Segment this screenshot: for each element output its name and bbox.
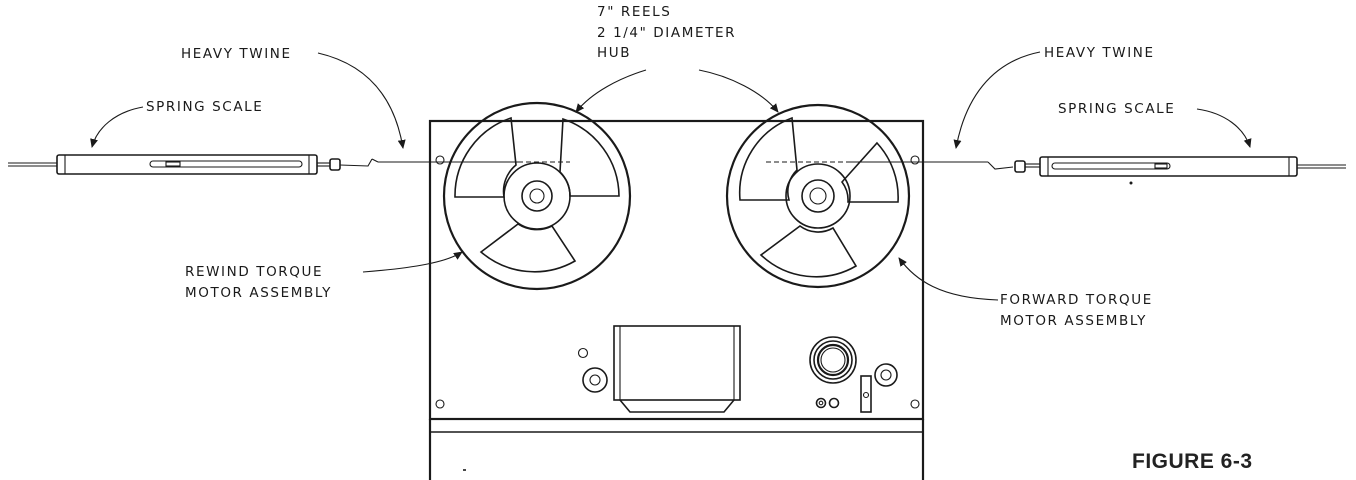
spring-scale-left-label: SPRING SCALE [146,99,263,115]
left-spring-scale [8,154,379,175]
reels-label-line2: 2 1/4" DIAMETER [597,25,736,41]
tape-deck-chassis [428,119,925,480]
heavy-twine-right-arrow [953,51,1041,149]
forward-label-line2: MOTOR ASSEMBLY [1000,313,1147,329]
capstan-flywheel [809,336,857,384]
heavy-twine-left-label: HEAVY TWINE [181,46,292,62]
spring-scale-left-arrow [90,106,144,148]
figure-caption: FIGURE 6-3 [1132,450,1253,473]
reels-arrow-right [698,69,779,113]
indicator-hole [577,347,589,359]
reels-arrow-left [575,69,647,113]
rewind-label-line2: MOTOR ASSEMBLY [185,285,332,301]
heavy-twine-right-label: HEAVY TWINE [1044,45,1155,61]
mount-screw [910,399,920,409]
reels-label-line3: HUB [597,45,631,61]
pinch-roller [874,363,898,387]
control-knob [815,397,827,409]
head-cover [613,325,741,413]
right-spring-scale [987,156,1346,185]
spring-scale-right-label: SPRING SCALE [1058,101,1175,117]
mount-screw [435,155,445,165]
pinch-roller-arm [860,375,872,413]
heavy-twine-left-arrow [317,52,406,149]
rewind-arrow [362,251,463,273]
forward-reel [725,103,911,289]
control-knob [828,397,840,409]
left-guide-roller [582,367,608,393]
forward-arrow [898,257,999,301]
mount-screw [435,399,445,409]
leader-arrows [90,51,1252,301]
reels-label-line1: 7" REELS [597,4,671,20]
forward-label-line1: FORWARD TORQUE [1000,292,1153,308]
mount-screw [910,155,920,165]
spring-scale-right-arrow [1196,108,1252,148]
rewind-label-line1: REWIND TORQUE [185,264,323,280]
rewind-reel [442,101,632,291]
